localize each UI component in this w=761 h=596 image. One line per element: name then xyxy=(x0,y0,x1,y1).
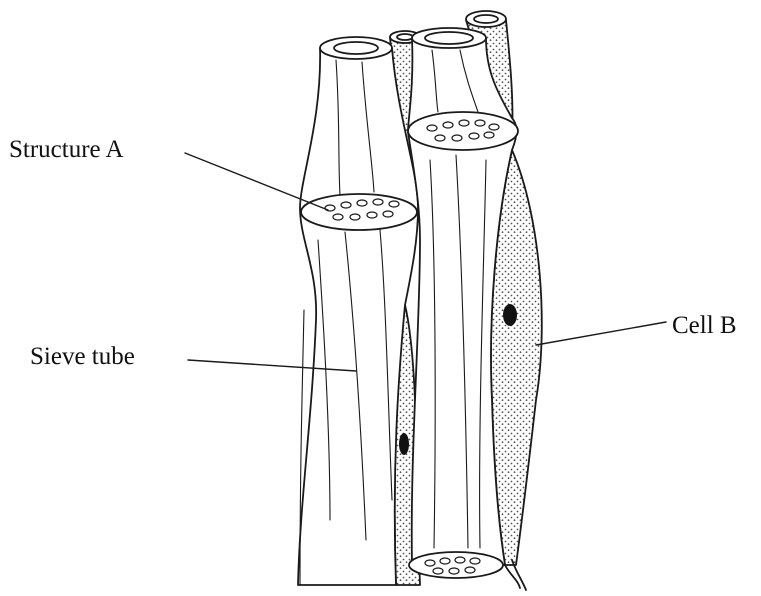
label-cell-b: Cell B xyxy=(672,313,737,338)
leader-cell-b xyxy=(536,322,666,345)
sieve-plate-a xyxy=(301,194,417,230)
label-sieve-tube: Sieve tube xyxy=(30,344,135,369)
nucleus-cell-b xyxy=(503,304,517,326)
label-structure-a: Structure A xyxy=(9,137,124,162)
nucleus-left xyxy=(399,433,409,455)
sieve-plate-upper xyxy=(408,112,518,150)
